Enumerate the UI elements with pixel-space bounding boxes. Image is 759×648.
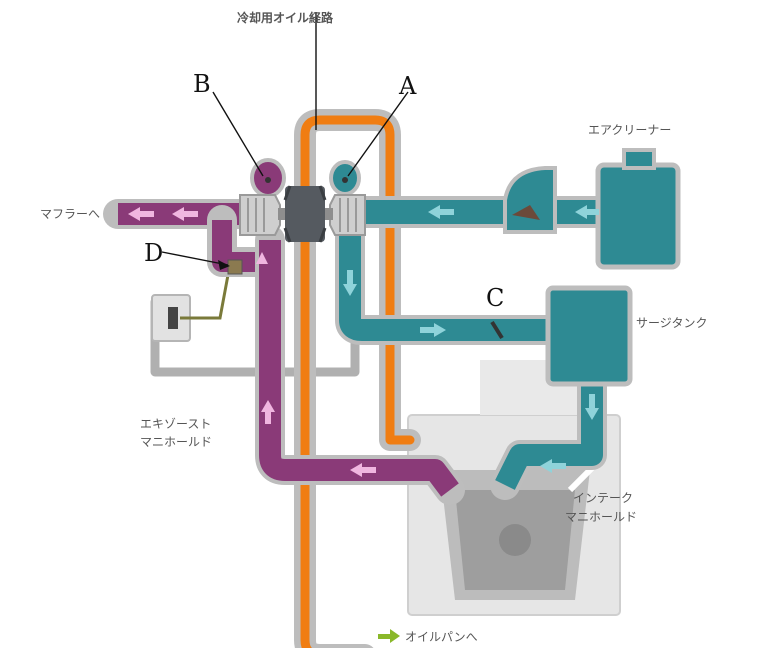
wastegate-valve [227, 259, 243, 275]
intake-arrow [585, 408, 599, 420]
intake-arrow [540, 459, 552, 473]
muffler-label: マフラーへ [40, 207, 100, 221]
oil-path-title: 冷却用オイル経路 [237, 10, 334, 25]
actuator-rod [180, 274, 230, 320]
exhaust-arrow [128, 207, 140, 221]
oil-outflow-arrow [378, 629, 400, 643]
intake-arrow [343, 284, 357, 296]
oil-pan-label: オイルパンへ [405, 630, 478, 644]
intake-arrow [575, 205, 587, 219]
marker-d: D [144, 239, 163, 267]
exhaust-arrow [256, 252, 268, 264]
oil-pipe [294, 109, 421, 648]
air-cleaner-box [595, 162, 681, 270]
exhaust-arrow [261, 400, 275, 412]
intake-manifold-label-line1: インテーク [573, 491, 633, 505]
exhaust-manifold-label-line2: マニホールド [140, 435, 212, 449]
flow-arrows [128, 207, 376, 477]
intake-manifold-label-line2: マニホールド [565, 510, 637, 524]
turbo-center-housing [285, 186, 325, 242]
surge-tank-box [545, 285, 633, 387]
intake-pipe [329, 148, 681, 500]
leader-lines [161, 12, 409, 266]
intake-arrow [428, 205, 440, 219]
marker-a: A [398, 72, 417, 100]
throttle-valve [490, 320, 504, 340]
exhaust-arrow [350, 463, 362, 477]
marker-b: B [193, 70, 211, 98]
turbocharger [239, 185, 366, 243]
air-cleaner-label: エアクリーナー [588, 123, 671, 137]
marker-c: C [486, 284, 504, 312]
surge-tank-label: サージタンク [636, 316, 708, 330]
exhaust-manifold-label-line1: エキゾースト [140, 417, 211, 431]
exhaust-arrow [172, 207, 184, 221]
intake-arrow [434, 323, 446, 337]
